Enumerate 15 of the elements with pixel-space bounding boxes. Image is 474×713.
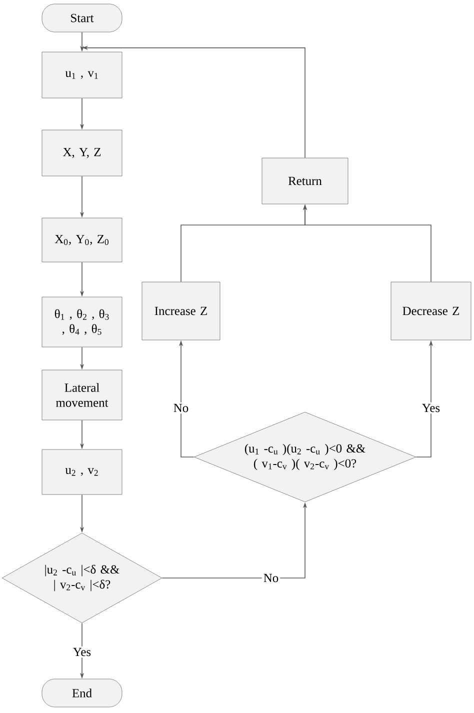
process-box: Decrease Z (390, 282, 472, 340)
process-box: X$_{0}$, Y$_{0}$, Z$_{0}$ (42, 218, 122, 262)
process-box: X, Y, Z (42, 130, 122, 176)
terminal-box: Start (42, 4, 122, 32)
edge-label: Yes (71, 646, 93, 658)
edge-label: No (172, 402, 190, 414)
process-box: u$_{1}$ , v$_{1}$ (42, 52, 122, 98)
edge-label: No (262, 572, 280, 584)
process-box: Return (262, 158, 348, 204)
process-box: Lateral movement (42, 370, 122, 420)
edge-label: Yes (420, 402, 442, 414)
terminal-box: End (42, 678, 122, 708)
process-box: u$_{2}$ , v$_{2}$ (42, 449, 122, 495)
process-box: Increase Z (142, 282, 220, 340)
process-box: θ$_{1}$ , θ$_{2}$ , θ$_{3}$ , θ$_{4}$ , θ$_{5}$ (42, 296, 122, 348)
